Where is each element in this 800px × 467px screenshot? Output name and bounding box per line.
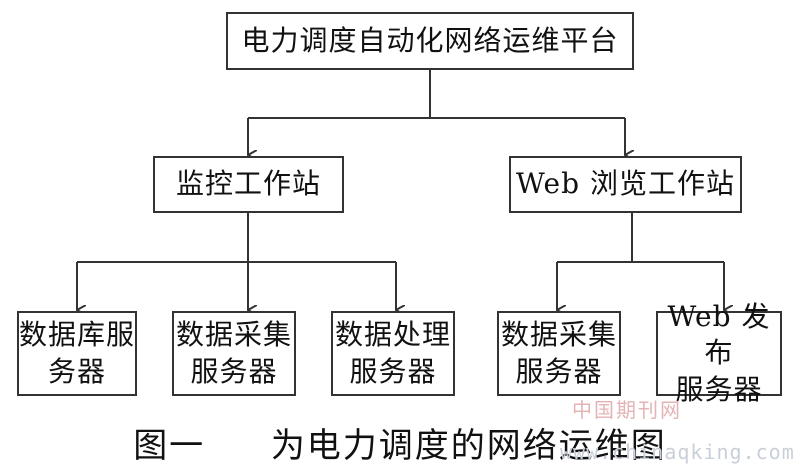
node-acquisition-server-1-label: 数据采集 服务器 xyxy=(175,318,292,388)
figure-number: 图一 xyxy=(133,426,206,466)
node-database-server: 数据库服 务器 xyxy=(17,311,137,396)
node-processing-server-label: 数据处理 服务器 xyxy=(334,318,451,388)
node-acquisition-server-2: 数据采集 服务器 xyxy=(497,311,621,396)
watermark-url: www.chinaqking.com xyxy=(560,440,795,464)
root-node: 电力调度自动化网络运维平台 xyxy=(226,12,634,70)
node-monitor-workstation: 监控工作站 xyxy=(153,156,344,213)
figure-caption: 图一 为电力调度的网络运维图 xyxy=(0,418,800,467)
node-web-publish-server: Web 发布 服务器 xyxy=(656,300,782,406)
node-database-server-label: 数据库服 务器 xyxy=(19,318,136,388)
node-web-workstation-label: Web 浏览工作站 xyxy=(516,167,735,201)
node-web-workstation: Web 浏览工作站 xyxy=(509,156,742,213)
node-acquisition-server-2-label: 数据采集 服务器 xyxy=(500,318,617,388)
node-processing-server: 数据处理 服务器 xyxy=(331,311,455,396)
node-monitor-workstation-label: 监控工作站 xyxy=(175,167,321,201)
node-acquisition-server-1: 数据采集 服务器 xyxy=(172,311,296,396)
root-node-label: 电力调度自动化网络运维平台 xyxy=(241,23,619,57)
figure-title: 为电力调度的网络运维图 xyxy=(270,426,667,466)
watermark-logo-text: 中国期刊网 xyxy=(572,398,682,422)
node-web-publish-server-label: Web 发布 服务器 xyxy=(667,299,771,406)
